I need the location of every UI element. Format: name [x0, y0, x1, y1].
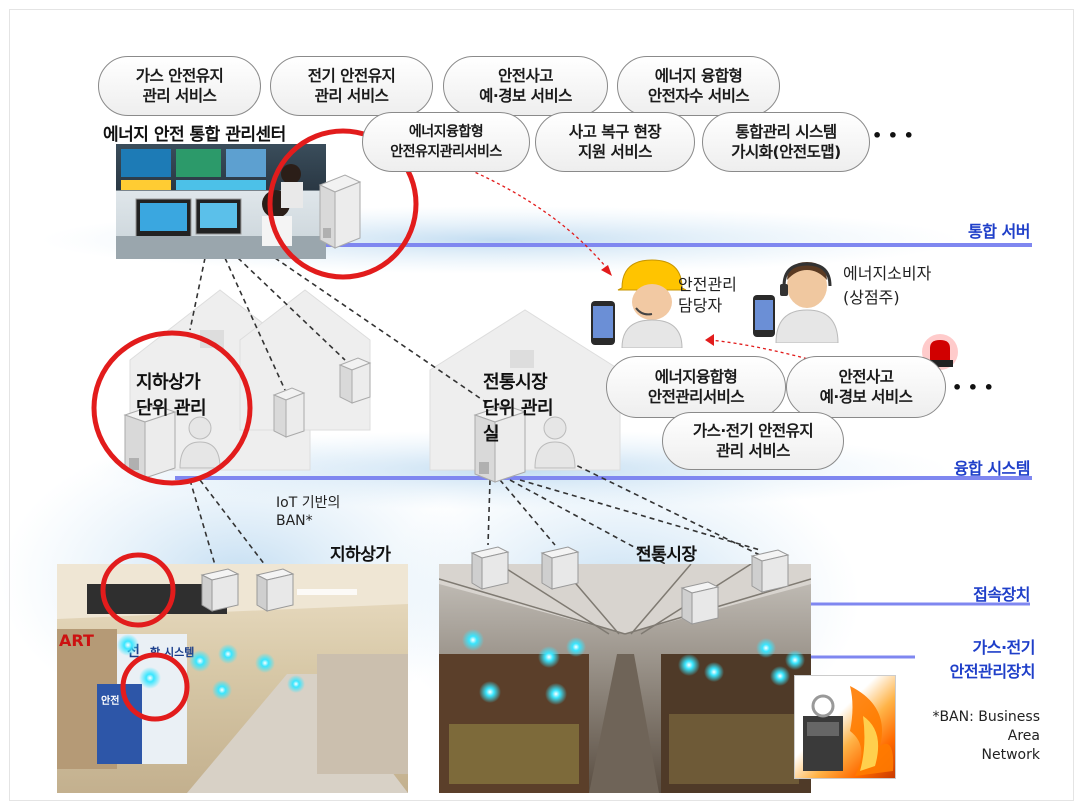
fusion-system-label: 융합 시스템: [953, 459, 1031, 478]
access-device-icon: [200, 568, 240, 612]
manager-person-icon: [179, 416, 221, 469]
local-ellipsis: • • •: [952, 378, 994, 397]
server-icon: [123, 404, 177, 479]
safety-manager-label: 안전관리 담당자: [678, 275, 737, 315]
server-icon: [338, 357, 372, 404]
smartphone-icon: [591, 301, 615, 345]
mall-side-sign: 안전: [101, 694, 119, 707]
highlight-mall-sign: [100, 552, 176, 628]
dashed-links: [189, 257, 771, 581]
service-bubble-energy-fusion: 에너지융합형 안전유지관리서비스: [362, 112, 530, 172]
highlight-mall-node: [120, 652, 190, 722]
access-device-icon: [540, 546, 580, 590]
market-scene: [439, 564, 811, 793]
control-room-scene: [116, 149, 326, 259]
manager-person-icon: [617, 259, 687, 348]
gas-device-fire-photo: [794, 675, 896, 779]
server-icon: [318, 174, 362, 249]
mall-sign-art: ART: [59, 631, 94, 650]
manager-person-icon: [534, 416, 576, 469]
service-bubble-gas: 가스 안전유지 관리 서비스: [98, 56, 261, 116]
sensor-node-icon: [117, 629, 805, 705]
traditional-market-photo: [439, 564, 811, 793]
underground-mall-title: 지하상가: [330, 545, 391, 565]
red-arrow-top: [469, 169, 611, 273]
service-bubble-energy-self: 에너지 융합형 안전자수 서비스: [617, 56, 780, 116]
control-center-photo: [116, 144, 326, 259]
house-window: [200, 330, 224, 348]
access-device-label: 접속장치: [973, 585, 1030, 604]
access-device-icon: [255, 568, 295, 612]
access-device-icon: [680, 581, 720, 625]
access-device-icon: [750, 549, 790, 593]
top-ellipsis: • • •: [872, 126, 914, 145]
smartphone-icon: [753, 295, 775, 337]
iot-ban-label: IoT 기반의 BAN*: [276, 495, 341, 529]
service-bubble-visualization: 통합관리 시스템 가시화(안전도맵): [702, 112, 870, 172]
house-window: [510, 350, 534, 368]
gas-electric-device-label: 가스·전기 안전관리장치: [949, 638, 1036, 681]
server-icon: [272, 387, 306, 438]
control-center-title: 에너지 안전 통합 관리센터: [103, 125, 286, 145]
service-bubble-recovery: 사고 복구 현장 지원 서비스: [535, 112, 695, 172]
access-device-icon: [470, 546, 510, 590]
local-bubble-accident-alert: 안전사고 예·경보 서비스: [786, 356, 946, 418]
service-bubble-electric: 전기 안전유지 관리 서비스: [270, 56, 433, 116]
market-unit-label: 전통시장 단위 관리 실: [483, 372, 554, 445]
consumer-person-icon: [775, 262, 839, 343]
traditional-market-title: 전통시장: [636, 545, 697, 565]
highlight-server: [267, 128, 419, 280]
local-bubble-gas-electric: 가스·전기 안전유지 관리 서비스: [662, 412, 844, 470]
ban-footnote: *BAN: Business Area Network: [932, 709, 1040, 763]
service-bubble-accident-alert: 안전사고 예·경보 서비스: [443, 56, 608, 116]
red-arrow-bottom: [709, 339, 831, 366]
integrated-server-label: 통합 서버: [968, 222, 1030, 241]
underground-unit-label: 지하상가 단위 관리: [136, 372, 207, 419]
gas-device-fire-icon: [803, 686, 894, 776]
local-bubble-energy-fusion: 에너지융합형 안전관리서비스: [606, 356, 786, 418]
energy-consumer-label: 에너지소비자 (상점주): [843, 264, 932, 307]
server-icon: [473, 404, 527, 483]
highlight-underground-unit: [91, 330, 253, 486]
